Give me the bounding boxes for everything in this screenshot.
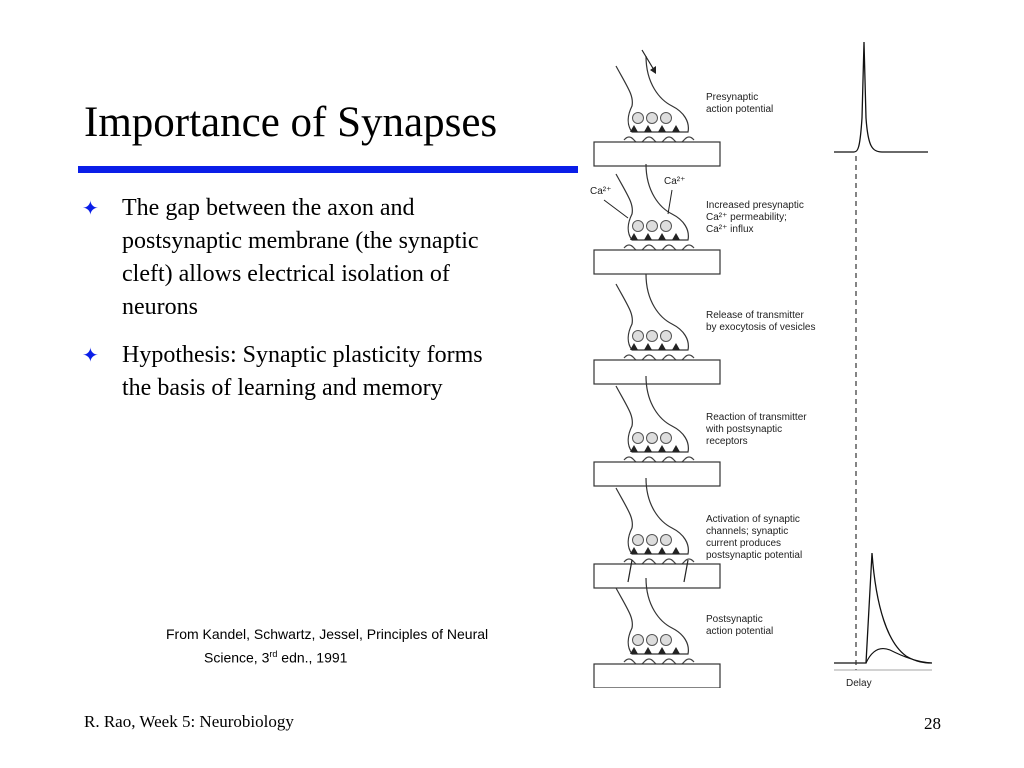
active-zone	[630, 647, 638, 654]
stage-label-line: Increased presynaptic	[706, 200, 804, 211]
stage-label-line: Activation of synaptic	[706, 514, 800, 525]
citation-line-2: Science, 3rd edn., 1991	[204, 649, 348, 666]
stage-label-line: Presynaptic	[706, 92, 758, 103]
active-zone	[658, 343, 666, 350]
active-zone	[630, 125, 638, 132]
vesicle	[660, 534, 672, 546]
active-zone	[658, 233, 666, 240]
calcium-ion-label: Ca²⁺	[590, 186, 611, 197]
delay-label: Delay	[846, 678, 872, 688]
postsynaptic-membrane	[593, 563, 721, 589]
current-arrow-icon	[683, 559, 689, 583]
active-zone	[630, 343, 638, 350]
epsp-trace	[865, 647, 933, 664]
stage-label-line: channels; synaptic	[706, 526, 788, 537]
star-bullet-icon: ✦	[82, 343, 99, 367]
bullet-text: Hypothesis: Synaptic plasticity forms th…	[122, 342, 483, 401]
vesicle	[632, 220, 644, 232]
active-zone	[658, 445, 666, 452]
vesicle	[632, 534, 644, 546]
stage-label-line: by exocytosis of vesicles	[706, 322, 816, 333]
figure-citation: From Kandel, Schwartz, Jessel, Principle…	[166, 624, 566, 668]
citation-line-1: From Kandel, Schwartz, Jessel, Principle…	[166, 626, 489, 642]
vesicle	[660, 634, 672, 646]
vesicle	[646, 534, 658, 546]
stage-label-line: Reaction of transmitter	[706, 412, 807, 423]
postsynaptic-membrane	[593, 461, 721, 487]
bullet-item: ✦ Hypothesis: Synaptic plasticity forms …	[82, 339, 492, 405]
stage-label-line: Release of transmitter	[706, 310, 804, 321]
vesicle	[632, 330, 644, 342]
stage-label-line: receptors	[706, 436, 748, 447]
active-zone	[658, 125, 666, 132]
vesicle	[646, 220, 658, 232]
active-zone	[672, 547, 680, 554]
active-zone	[644, 125, 652, 132]
active-zone	[672, 343, 680, 350]
stage-label-line: current produces	[706, 538, 781, 549]
active-zone	[630, 233, 638, 240]
active-zone	[644, 343, 652, 350]
stage-label-line: Ca²⁺ permeability;	[706, 212, 787, 223]
current-arrow-icon	[627, 559, 633, 583]
slide-title: Importance of Synapses	[84, 99, 498, 146]
page-number: 28	[924, 714, 941, 733]
postsynaptic-membrane	[593, 359, 721, 385]
active-zone	[658, 547, 666, 554]
vesicle	[660, 432, 672, 444]
active-zone	[658, 647, 666, 654]
active-zone	[630, 547, 638, 554]
stage-label-line: with postsynaptic	[705, 424, 782, 435]
bullet-list: ✦ The gap between the axon and postsynap…	[82, 192, 492, 420]
vesicle	[660, 112, 672, 124]
vesicle	[632, 432, 644, 444]
bullet-item: ✦ The gap between the axon and postsynap…	[82, 192, 492, 324]
stage-label-line: postsynaptic potential	[706, 550, 802, 561]
arrow-icon	[641, 49, 655, 71]
vesicle	[660, 330, 672, 342]
footer-course: R. Rao, Week 5: Neurobiology	[84, 712, 294, 731]
active-zone	[644, 547, 652, 554]
postsynaptic-ap-trace	[834, 552, 933, 664]
arrowhead-icon	[650, 66, 656, 74]
ion-arrow-icon	[667, 189, 673, 215]
presynaptic-ap-trace	[834, 41, 928, 153]
vesicle	[660, 220, 672, 232]
vesicle	[646, 112, 658, 124]
bullet-text: The gap between the axon and postsynapti…	[122, 195, 479, 320]
active-zone	[672, 445, 680, 452]
vesicle	[632, 112, 644, 124]
stage-label-line: Ca²⁺ influx	[706, 224, 754, 235]
active-zone	[672, 647, 680, 654]
stage-label-line: Postsynaptic	[706, 614, 763, 625]
active-zone	[644, 233, 652, 240]
active-zone	[672, 233, 680, 240]
postsynaptic-membrane	[593, 141, 721, 167]
calcium-ion-label: Ca²⁺	[664, 176, 685, 187]
vesicle	[632, 634, 644, 646]
title-underline	[78, 166, 578, 173]
vesicle	[646, 634, 658, 646]
active-zone	[672, 125, 680, 132]
stage-label-line: action potential	[706, 104, 773, 115]
stage-label-line: action potential	[706, 626, 773, 637]
vesicle	[646, 330, 658, 342]
vesicle	[646, 432, 658, 444]
postsynaptic-membrane	[593, 663, 721, 688]
active-zone	[644, 445, 652, 452]
active-zone	[644, 647, 652, 654]
star-bullet-icon: ✦	[82, 196, 99, 220]
postsynaptic-membrane	[593, 249, 721, 275]
active-zone	[630, 445, 638, 452]
ion-arrow-icon	[603, 199, 629, 219]
